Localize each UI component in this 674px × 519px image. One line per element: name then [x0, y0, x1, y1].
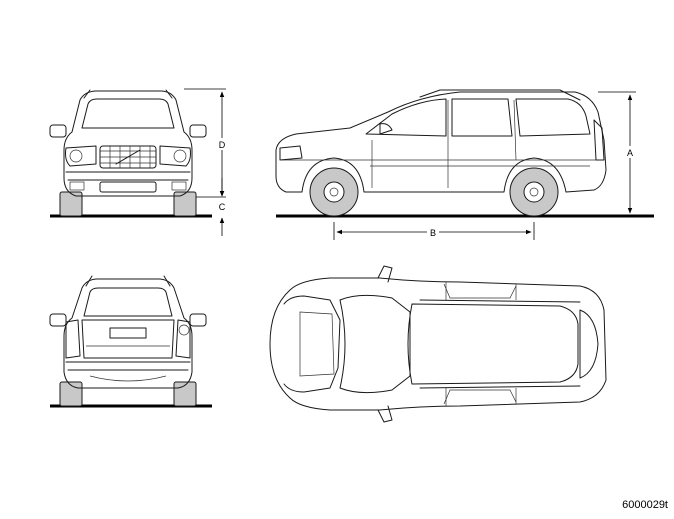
top-windshield	[339, 294, 411, 394]
rear-body-outline	[63, 278, 193, 389]
side-body-outline	[275, 91, 607, 193]
rear-left-mirror	[49, 313, 67, 327]
rear-left-taillight	[65, 319, 81, 359]
side-roof-rail	[419, 89, 581, 101]
rear-window	[83, 287, 173, 317]
side-taillight	[593, 119, 605, 161]
rear-right-taillight	[175, 319, 191, 359]
figure-code: 6000029t	[622, 499, 668, 511]
top-roof-rails	[419, 299, 581, 389]
roof-height-label: D	[219, 140, 226, 150]
front-left-tyre	[59, 191, 83, 217]
height-label: A	[627, 148, 633, 158]
rear-view	[49, 275, 212, 408]
ground-clearance-label: C	[219, 202, 226, 212]
front-right-tyre	[173, 191, 197, 217]
top-rear-window	[579, 309, 599, 379]
top-roof	[407, 303, 579, 385]
rear-license-plate	[109, 327, 147, 339]
top-view	[269, 265, 607, 423]
top-body-outline	[269, 277, 607, 411]
side-front-window	[365, 98, 447, 137]
front-left-mirror	[49, 124, 67, 138]
side-quarter-window	[515, 98, 591, 137]
top-right-mirror	[377, 405, 393, 423]
front-lower-intake	[99, 181, 157, 193]
top-left-mirror	[377, 265, 393, 283]
front-windshield	[81, 98, 175, 129]
rear-right-mirror	[189, 313, 207, 327]
front-badge-slash	[115, 149, 141, 165]
top-hood	[283, 295, 341, 393]
side-mirror	[379, 123, 393, 135]
front-body-outline	[63, 90, 193, 197]
side-rear-door-window	[451, 98, 513, 137]
wheelbase-label: B	[430, 228, 436, 238]
front-bumper	[65, 171, 191, 181]
front-view: D C	[49, 88, 228, 236]
front-left-headlight	[65, 145, 97, 167]
rear-bumper	[65, 361, 191, 371]
rear-roof-rails	[85, 275, 171, 287]
front-right-headlight	[159, 145, 191, 167]
front-roof-rails	[83, 89, 173, 99]
side-view: A B	[275, 89, 654, 240]
side-headlight	[279, 145, 303, 161]
rear-tailgate	[81, 319, 175, 359]
front-right-mirror	[189, 124, 207, 138]
